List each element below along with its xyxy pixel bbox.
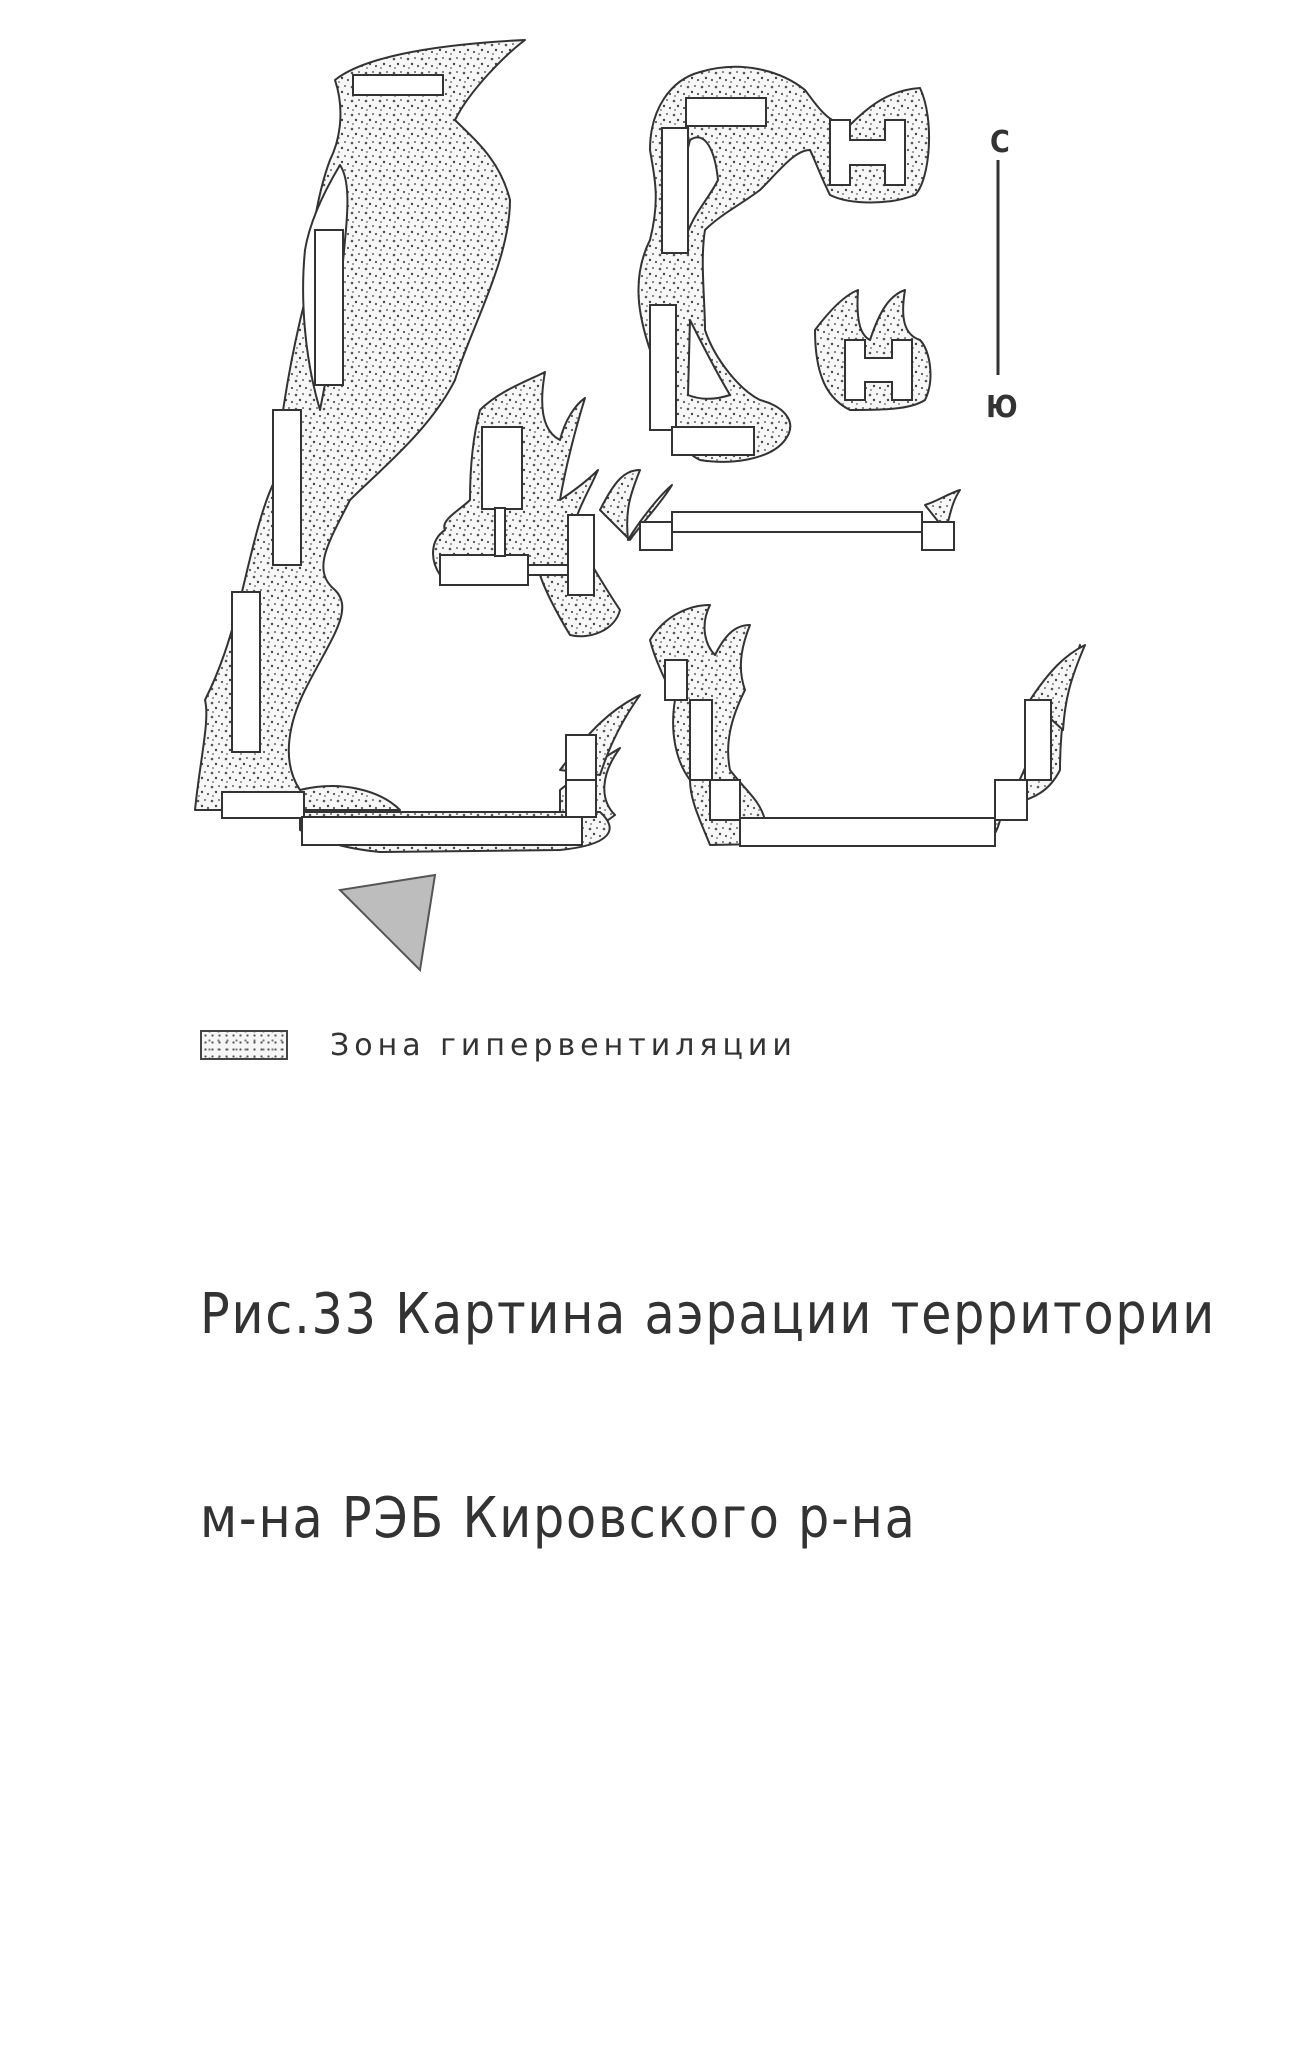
wind-direction-arrow bbox=[337, 873, 437, 973]
zone-northeast-inner2 bbox=[687, 319, 731, 400]
caption-line-1: Рис.33 Картина аэрации территории bbox=[200, 1282, 1217, 1347]
zone-west bbox=[194, 39, 526, 811]
building bbox=[231, 591, 261, 753]
building bbox=[565, 779, 597, 818]
building bbox=[994, 779, 1028, 821]
building bbox=[709, 779, 741, 821]
building bbox=[649, 304, 677, 431]
legend: Зона гипервентиляции bbox=[200, 1022, 797, 1068]
legend-swatch bbox=[200, 1030, 288, 1060]
hyperventilation-zones bbox=[194, 39, 1086, 853]
building bbox=[565, 734, 597, 781]
caption-line-2: м-на РЭБ Кировского р-на bbox=[200, 1486, 917, 1551]
building bbox=[527, 564, 569, 576]
building bbox=[639, 521, 673, 551]
building bbox=[671, 511, 923, 533]
legend-label: Зона гипервентиляции bbox=[330, 1027, 797, 1063]
figure-caption: Рис.33 Картина аэрации территории м-на Р… bbox=[200, 1145, 1217, 1621]
building bbox=[567, 514, 595, 596]
building bbox=[439, 554, 529, 586]
compass-south-label: Ю bbox=[986, 390, 1018, 425]
h-building bbox=[829, 119, 906, 186]
building bbox=[1024, 699, 1052, 781]
building bbox=[352, 74, 444, 96]
building bbox=[685, 97, 767, 127]
buildings bbox=[221, 74, 1052, 847]
building bbox=[314, 229, 344, 386]
building bbox=[689, 699, 713, 781]
zone-central-flame bbox=[599, 469, 673, 541]
building bbox=[661, 127, 689, 254]
building bbox=[671, 426, 755, 456]
compass-north-label: С bbox=[990, 125, 1010, 160]
aeration-diagram bbox=[194, 39, 1086, 973]
building bbox=[921, 521, 955, 551]
zone-h-building bbox=[814, 289, 932, 411]
building bbox=[739, 817, 996, 847]
building bbox=[481, 426, 523, 510]
building bbox=[301, 816, 583, 846]
zone-central bbox=[432, 371, 621, 638]
building bbox=[494, 507, 506, 557]
building bbox=[272, 409, 302, 566]
building bbox=[664, 659, 688, 701]
h-building bbox=[844, 339, 913, 401]
building bbox=[221, 791, 305, 819]
